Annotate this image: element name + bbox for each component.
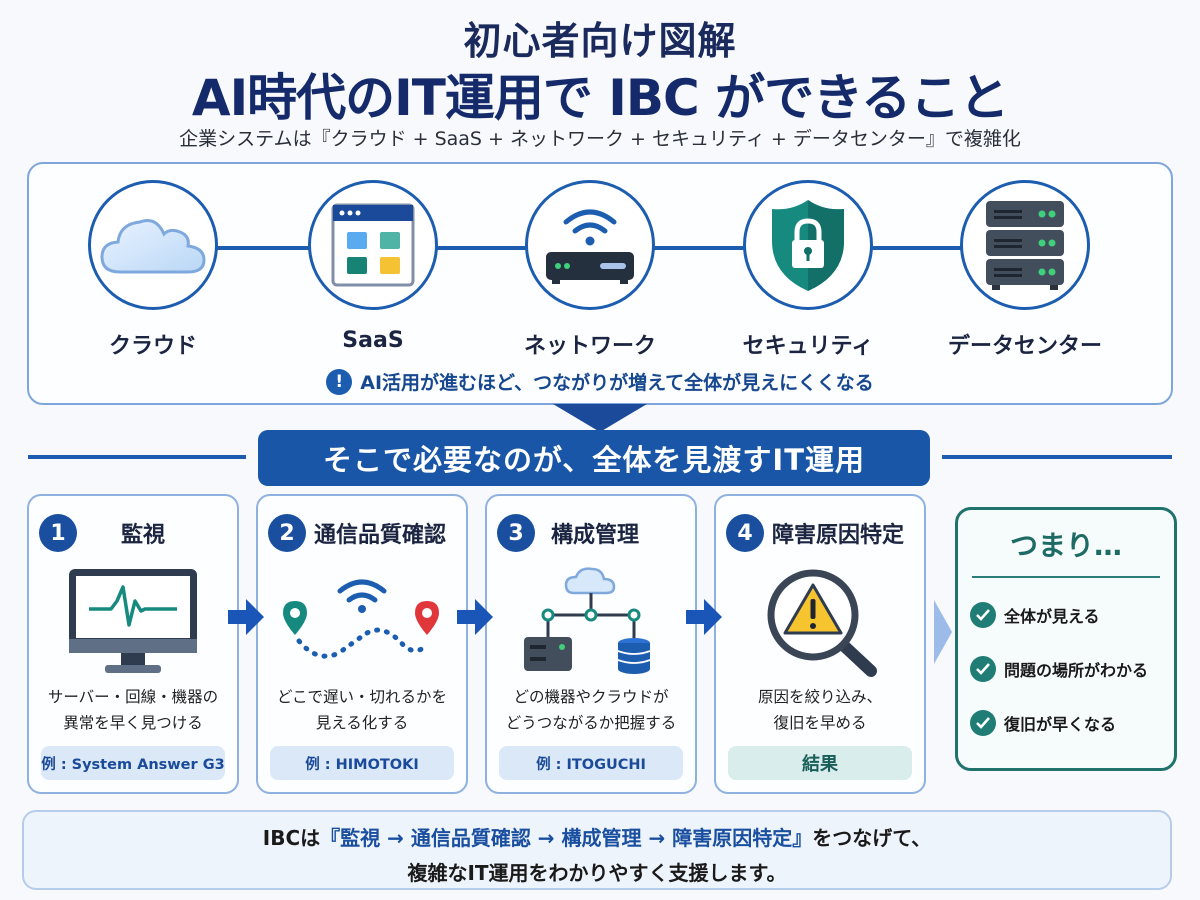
app-window-icon	[331, 203, 415, 287]
node-label-security: セキュリティ	[742, 334, 874, 359]
footer-prefix: IBCは	[262, 826, 321, 850]
magnifier-warning-icon	[767, 569, 877, 677]
banner-rule-left	[28, 455, 246, 459]
subtitle: 企業システムは『クラウド + SaaS + ネットワーク + セキュリティ + …	[179, 128, 1021, 150]
step-card-configuration: 3 構成管理 どの機器やクラウドが どうつながるか把握する 例 : ITOGUC…	[485, 494, 697, 794]
node-label-datacenter: データセンター	[947, 334, 1102, 359]
arrow-right-icon	[228, 599, 264, 635]
arrow-right-icon	[686, 599, 722, 635]
server-rack-icon	[986, 201, 1064, 290]
node-network	[525, 180, 655, 310]
banner-rule-right	[942, 455, 1172, 459]
footer-highlight: 『監視 → 通信品質確認 → 構成管理 → 障害原因特定』	[320, 826, 813, 850]
step-number: 1	[39, 514, 77, 552]
summary-item: 全体が見える	[970, 602, 1100, 628]
step-title: 通信品質確認	[314, 523, 447, 548]
footer-message: IBCは『監視 → 通信品質確認 → 構成管理 → 障害原因特定』をつなげて、 …	[22, 810, 1172, 890]
step-number: 4	[726, 514, 764, 552]
summary-card: つまり… 全体が見える 問題の場所がわかる 復旧が早くなる	[955, 507, 1177, 771]
step-card-root-cause: 4 障害原因特定 原因を絞り込み、 復旧を早める 結果	[714, 494, 926, 794]
step-number: 2	[268, 514, 306, 552]
step-number: 3	[497, 514, 535, 552]
summary-divider	[972, 576, 1160, 578]
example-product-tag: 例 : HIMOTOKI	[270, 746, 454, 780]
summary-item: 問題の場所がわかる	[970, 656, 1148, 682]
section-banner: そこで必要なのが、全体を見渡すIT運用	[258, 430, 930, 486]
warning-message: ! AI活用が進むほど、つながりが増えて全体が見えにくくなる	[0, 368, 1200, 395]
page-title: AI時代のIT運用で IBC ができること	[191, 69, 1009, 127]
shield-lock-icon	[772, 200, 844, 291]
step-card-monitoring: 1 監視 サーバー・回線・機器の 異常を早く見つける 例 : System An…	[27, 494, 239, 794]
node-security	[743, 180, 873, 310]
step-title: 障害原因特定	[772, 523, 905, 548]
step-title: 監視	[120, 523, 165, 548]
footer-line2: 複雑なIT運用をわかりやすく支援します。	[407, 861, 787, 885]
footer-suffix: をつなげて、	[812, 826, 932, 850]
result-tag: 結果	[728, 746, 912, 780]
example-product-tag: 例 : System Answer G3	[41, 746, 225, 780]
topology-icon	[524, 567, 651, 674]
step-description: どの機器やクラウドが どうつながるか把握する	[505, 688, 677, 732]
cloud-icon	[100, 219, 206, 274]
node-label-network: ネットワーク	[523, 334, 656, 359]
example-product-tag: 例 : ITOGUCHI	[499, 746, 683, 780]
node-cloud	[88, 180, 218, 310]
exclamation-icon: !	[326, 368, 353, 395]
wifi-router-icon	[546, 209, 634, 284]
check-icon	[970, 656, 996, 682]
title-small: 初心者向け図解	[463, 19, 737, 63]
step-card-quality: 2 通信品質確認 どこで遅い・切れるかを 見える化する 例 : HIMOTOKI	[256, 494, 468, 794]
arrow-right-icon	[457, 599, 493, 635]
check-icon	[970, 602, 996, 628]
summary-title: つまり…	[1009, 529, 1122, 562]
down-arrow-icon	[553, 404, 647, 432]
check-icon	[970, 710, 996, 736]
step-description: サーバー・回線・機器の 異常を早く見つける	[47, 688, 219, 732]
wifi-route-icon	[283, 579, 439, 659]
step-description: どこで遅い・切れるかを 見える化する	[276, 688, 448, 732]
node-label-cloud: クラウド	[108, 334, 197, 359]
monitor-heartbeat-icon	[69, 569, 197, 673]
warning-text: AI活用が進むほど、つながりが増えて全体が見えにくくなる	[360, 372, 874, 394]
summary-item: 復旧が早くなる	[970, 710, 1116, 736]
chevron-right-icon	[934, 600, 952, 664]
step-description: 原因を絞り込み、 復旧を早める	[757, 688, 882, 732]
node-datacenter	[960, 180, 1090, 310]
node-saas	[308, 180, 438, 310]
step-title: 構成管理	[551, 523, 640, 548]
node-label-saas: SaaS	[342, 328, 404, 353]
